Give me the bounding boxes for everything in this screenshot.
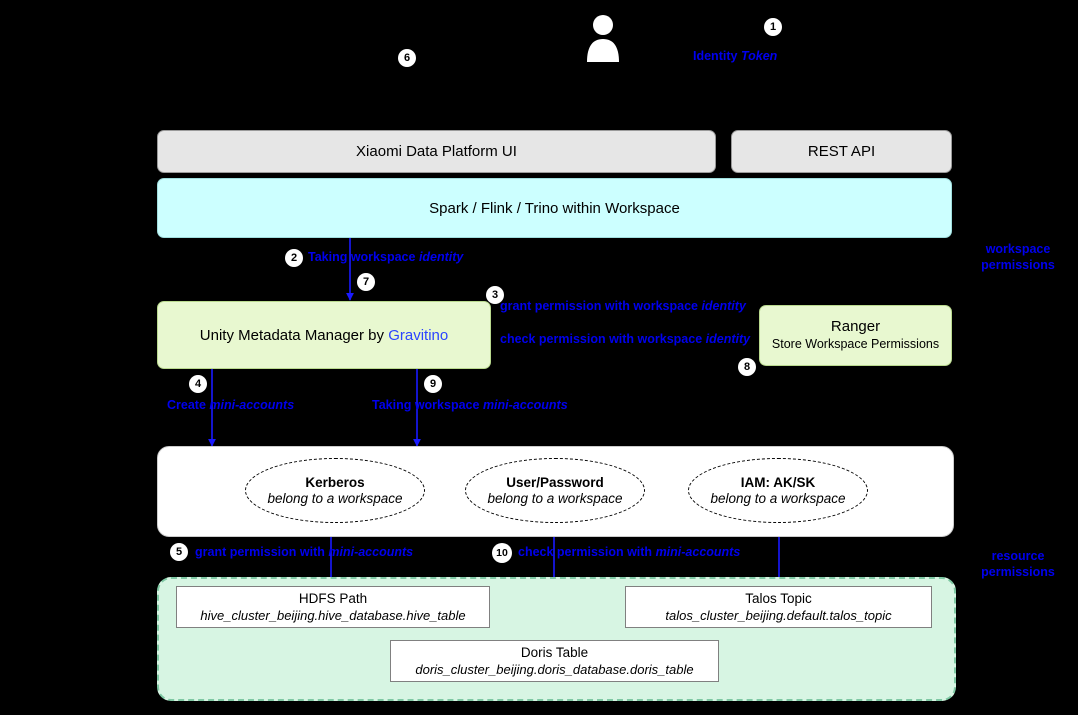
annotation-resource-permissions: resource permissions <box>966 549 1070 580</box>
unity-label: Unity Metadata Manager by Gravitino <box>200 327 448 344</box>
unity-metadata-manager-box[interactable]: Unity Metadata Manager by Gravitino <box>157 301 491 369</box>
annotation-grant-permission-mini-accounts: grant permission with mini-accounts <box>195 545 413 561</box>
annotation-check-permission-mini-accounts: check permission with mini-accounts <box>518 545 740 561</box>
iam-aksk-sub: belong to a workspace <box>710 491 846 506</box>
resource-hdfs-path-box[interactable]: HDFS Path hive_cluster_beijing.hive_data… <box>176 586 490 628</box>
doris-table-title: Doris Table <box>520 645 589 660</box>
badge-7: 7 <box>357 273 375 291</box>
annotation-taking-workspace-identity: Taking workspace identity <box>308 250 463 266</box>
user-password-sub: belong to a workspace <box>487 491 623 506</box>
taking-mini-word-1: Taking workspace <box>372 398 480 412</box>
badge-6: 6 <box>398 49 416 67</box>
taking-ws-identity-word-1: Taking workspace <box>308 250 416 264</box>
create-mini-word-2: mini-accounts <box>209 398 295 412</box>
annotation-identity-token: Identity Token <box>693 49 777 65</box>
grant-mini-word-2: mini-accounts <box>328 545 414 559</box>
identity-token-word-1: Identity <box>693 49 738 63</box>
platform-ui-label: Xiaomi Data Platform UI <box>356 143 517 160</box>
ranger-box[interactable]: Ranger Store Workspace Permissions <box>759 305 952 366</box>
user-password-title: User/Password <box>506 475 604 490</box>
kerberos-title: Kerberos <box>305 475 365 490</box>
account-ellipse-user-password[interactable]: User/Password belong to a workspace <box>465 458 645 523</box>
badge-3: 3 <box>486 286 504 304</box>
xiaomi-data-platform-ui-box[interactable]: Xiaomi Data Platform UI <box>157 130 716 173</box>
kerberos-sub: belong to a workspace <box>267 491 403 506</box>
badge-1: 1 <box>764 18 782 36</box>
taking-mini-word-2: mini-accounts <box>482 398 568 412</box>
hdfs-path-sub: hive_cluster_beijing.hive_database.hive_… <box>200 608 466 623</box>
annotation-taking-workspace-mini-accounts: Taking workspace mini-accounts <box>372 398 568 414</box>
identity-token-word-2: Token <box>740 49 778 63</box>
unity-label-prefix: Unity Metadata Manager by <box>199 326 389 344</box>
create-mini-word-1: Create <box>167 398 206 412</box>
badge-2: 2 <box>285 249 303 267</box>
hdfs-path-title: HDFS Path <box>298 591 368 606</box>
talos-topic-sub: talos_cluster_beijing.default.talos_topi… <box>665 608 892 623</box>
taking-ws-identity-word-2: identity <box>418 250 464 264</box>
engines-box[interactable]: Spark / Flink / Trino within Workspace <box>157 178 952 238</box>
check-ws-word-2: identity <box>705 332 751 346</box>
rest-api-box[interactable]: REST API <box>731 130 952 173</box>
workspace-permissions-line-1: workspace <box>985 242 1051 256</box>
annotation-workspace-permissions: workspace permissions <box>966 242 1070 273</box>
annotation-create-mini-accounts: Create mini-accounts <box>167 398 294 414</box>
badge-8: 8 <box>738 358 756 376</box>
ranger-subtitle: Store Workspace Permissions <box>771 337 940 352</box>
resource-doris-table-box[interactable]: Doris Table doris_cluster_beijing.doris_… <box>390 640 719 682</box>
doris-table-sub: doris_cluster_beijing.doris_database.dor… <box>415 662 694 677</box>
grant-ws-word-2: identity <box>701 299 746 313</box>
check-mini-word-1: check permission with <box>518 545 653 559</box>
badge-4: 4 <box>189 375 207 393</box>
badge-5: 5 <box>170 543 188 561</box>
ranger-title: Ranger <box>830 318 881 336</box>
gravitino-label: Gravitino <box>388 326 449 344</box>
badge-9: 9 <box>424 375 442 393</box>
engines-label: Spark / Flink / Trino within Workspace <box>429 199 680 217</box>
resource-permissions-line-1: resource <box>991 549 1045 563</box>
iam-aksk-title: IAM: AK/SK <box>740 475 816 490</box>
talos-topic-title: Talos Topic <box>745 591 812 606</box>
workspace-permissions-line-2: permissions <box>981 257 1055 272</box>
account-ellipse-kerberos[interactable]: Kerberos belong to a workspace <box>245 458 425 523</box>
person-icon <box>583 14 623 67</box>
grant-mini-word-1: grant permission with <box>195 545 325 559</box>
check-mini-word-2: mini-accounts <box>655 545 741 559</box>
annotation-grant-permission-workspace-identity: grant permission with workspace identity <box>500 299 746 315</box>
grant-ws-word-1: grant permission with workspace <box>500 299 698 313</box>
check-ws-word-1: check permission with workspace <box>500 332 703 346</box>
resource-permissions-line-2: permissions <box>981 564 1055 579</box>
account-ellipse-iam-aksk[interactable]: IAM: AK/SK belong to a workspace <box>688 458 868 523</box>
rest-api-label: REST API <box>807 143 876 160</box>
badge-10: 10 <box>492 543 512 563</box>
annotation-check-permission-workspace-identity: check permission with workspace identity <box>500 332 750 348</box>
resource-talos-topic-box[interactable]: Talos Topic talos_cluster_beijing.defaul… <box>625 586 932 628</box>
